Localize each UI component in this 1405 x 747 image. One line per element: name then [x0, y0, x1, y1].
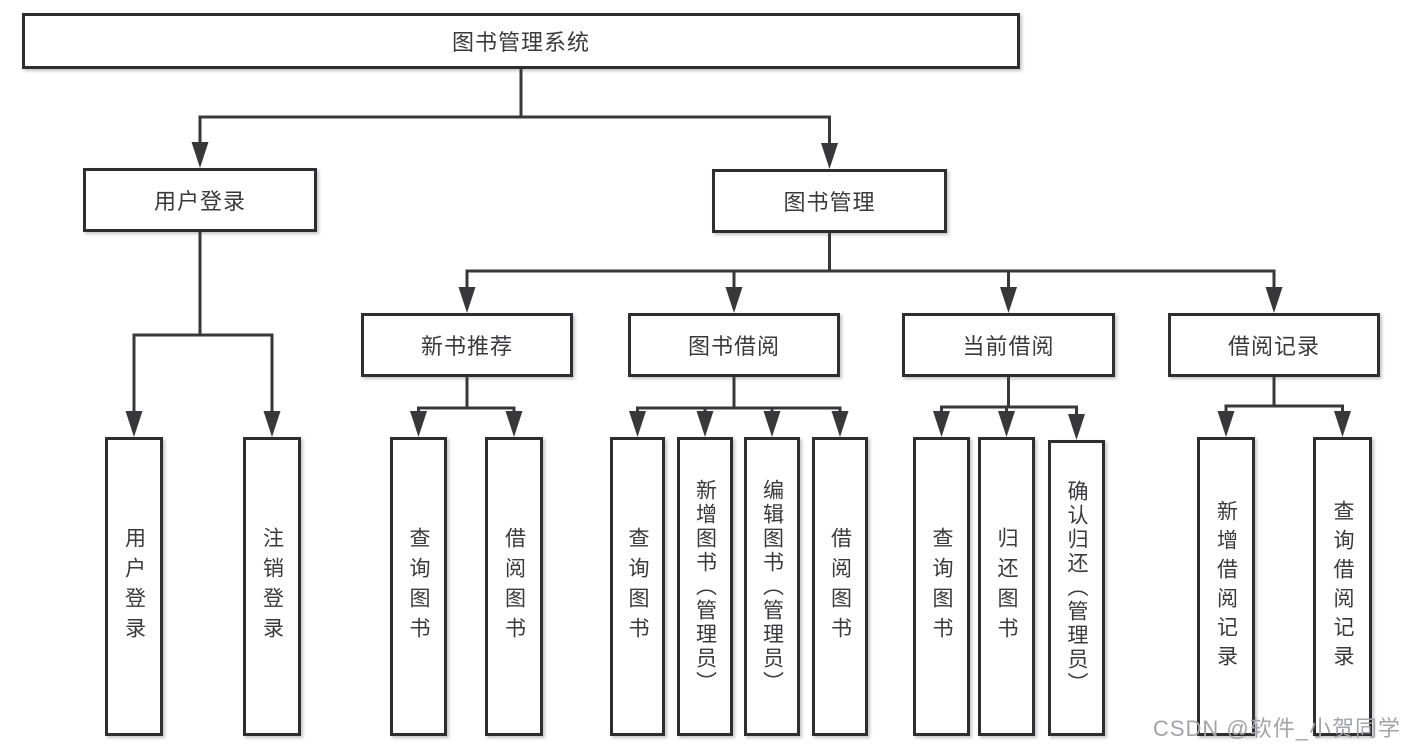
arrowhead-to-node-user-login-leaf: [125, 411, 143, 437]
arrowhead-to-node-query-book-3: [933, 411, 950, 437]
arrowhead-to-node-new-book-recommend: [458, 287, 476, 313]
edge-from-node-book-management: [465, 231, 1276, 293]
arrowhead-to-node-current-borrow: [1000, 287, 1017, 313]
node-user-login-leaf: 用户登录: [105, 437, 163, 736]
edge-from-node-library-system: [198, 67, 831, 149]
arrowhead-to-node-query-book-2: [629, 411, 646, 437]
node-user-login: 用户登录: [83, 168, 317, 232]
node-borrow-book-2: 借阅图书: [812, 437, 868, 736]
arrowhead-to-node-logout: [263, 411, 281, 437]
node-return-book: 归还图书: [978, 437, 1035, 736]
node-new-book-recommend: 新书推荐: [361, 313, 573, 377]
arrowhead-to-node-add-book-admin: [696, 411, 714, 437]
node-query-borrow-record-label: 查询借阅记录: [1331, 499, 1354, 674]
arrowhead-to-node-confirm-return-admin: [1068, 414, 1085, 440]
node-book-management-label: 图书管理: [783, 190, 876, 215]
node-new-book-recommend-label: 新书推荐: [420, 334, 513, 359]
node-book-management: 图书管理: [712, 169, 947, 233]
node-user-login-label: 用户登录: [153, 189, 246, 214]
node-add-book-admin-label: 新增图书（管理员）: [693, 478, 717, 695]
node-edit-book-admin: 编辑图书（管理员）: [744, 437, 800, 736]
arrowhead-to-node-borrow-book-2: [831, 411, 849, 437]
node-library-system: 图书管理系统: [22, 13, 1020, 69]
node-current-borrow: 当前借阅: [902, 313, 1115, 377]
arrowhead-to-node-borrow-records: [1265, 287, 1283, 313]
node-query-borrow-record: 查询借阅记录: [1313, 437, 1372, 736]
node-user-login-leaf-label: 用户登录: [122, 526, 146, 647]
node-return-book-label: 归还图书: [995, 526, 1018, 647]
csdn-watermark: CSDN @软件_小贺同学: [1152, 716, 1401, 741]
node-add-borrow-record: 新增借阅记录: [1197, 437, 1255, 736]
arrowhead-to-node-query-book-1: [410, 411, 427, 437]
node-borrow-records: 借阅记录: [1168, 313, 1380, 377]
node-borrow-records-label: 借阅记录: [1227, 334, 1320, 359]
node-logout-label: 注销登录: [260, 526, 284, 647]
node-confirm-return-admin: 确认归还（管理员）: [1048, 440, 1105, 736]
node-library-system-label: 图书管理系统: [451, 30, 590, 55]
node-query-book-1: 查询图书: [390, 437, 447, 736]
node-query-book-2: 查询图书: [610, 437, 665, 736]
node-query-book-3: 查询图书: [913, 437, 970, 736]
edge-from-node-current-borrow: [940, 375, 1078, 420]
node-logout: 注销登录: [243, 437, 301, 736]
arrowhead-to-node-query-borrow-record: [1334, 411, 1351, 437]
node-query-book-3-label: 查询图书: [930, 526, 953, 647]
edge-from-node-book-borrow: [636, 375, 842, 417]
arrowhead-to-node-edit-book-admin: [763, 411, 781, 437]
arrowhead-to-node-add-borrow-record: [1217, 411, 1235, 437]
arrowhead-to-node-borrow-book-1: [505, 411, 523, 437]
node-borrow-book-1-label: 借阅图书: [502, 526, 526, 647]
node-query-book-1-label: 查询图书: [407, 526, 430, 647]
arrowhead-to-node-book-borrow: [725, 287, 743, 313]
node-book-borrow: 图书借阅: [628, 313, 840, 377]
node-borrow-book-2-label: 借阅图书: [828, 526, 852, 647]
arrowhead-to-node-user-login: [191, 142, 209, 168]
node-add-book-admin: 新增图书（管理员）: [677, 437, 733, 736]
node-query-book-2-label: 查询图书: [626, 526, 649, 647]
arrowhead-to-node-book-management: [821, 143, 838, 169]
arrowhead-to-node-return-book: [998, 411, 1015, 437]
node-confirm-return-admin-label: 确认归还（管理员）: [1065, 480, 1088, 696]
node-book-borrow-label: 图书借阅: [687, 334, 780, 359]
node-borrow-book-1: 借阅图书: [485, 437, 543, 736]
edge-from-node-user-login: [132, 230, 274, 417]
node-add-borrow-record-label: 新增借阅记录: [1214, 499, 1238, 674]
node-current-borrow-label: 当前借阅: [962, 334, 1055, 359]
edge-from-node-borrow-records: [1224, 375, 1344, 417]
node-edit-book-admin-label: 编辑图书（管理员）: [760, 478, 784, 695]
edge-from-node-new-book-recommend: [417, 375, 516, 417]
